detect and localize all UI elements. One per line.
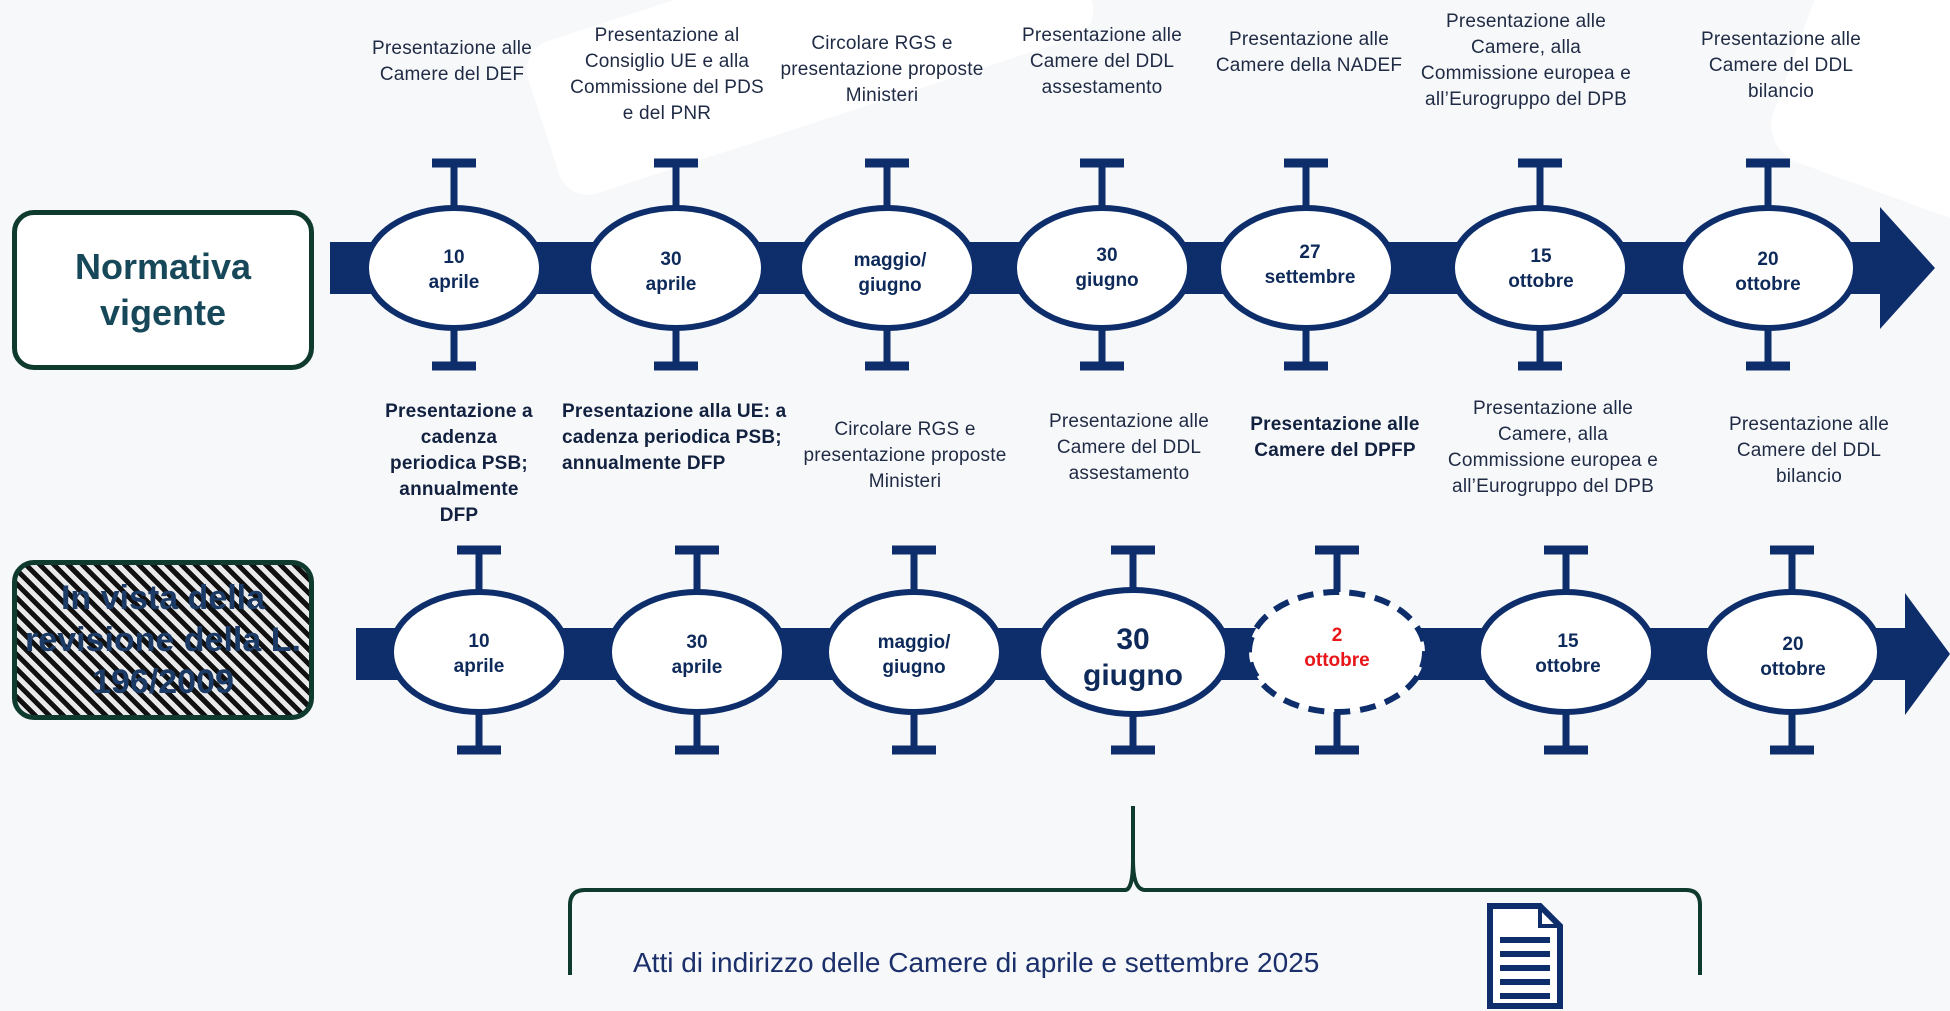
milestone-node <box>1011 205 1193 331</box>
milestone-desc: Presentazione alla UE: a cadenza periodi… <box>562 401 787 474</box>
milestone-date: 30 giugno <box>1075 245 1139 291</box>
milestone-node <box>388 589 570 715</box>
milestone-date: maggio/ giugno <box>877 632 951 678</box>
milestone-node <box>1475 589 1657 715</box>
milestone-desc: Presentazione alle Camere, alla Commissi… <box>1447 398 1659 497</box>
milestone-desc: Presentazione alle Camere del DPFP <box>1250 414 1420 461</box>
milestone-node <box>796 205 978 331</box>
milestone-node <box>1215 205 1397 331</box>
milestone-node <box>823 589 1005 715</box>
milestone-desc: Circolare RGS e presentazione proposte M… <box>803 419 1007 492</box>
milestone-date: 27 settembre <box>1264 242 1356 288</box>
milestone-desc: Presentazione alle Camere, alla Commissi… <box>1420 11 1632 110</box>
brace-note: Atti di indirizzo delle Camere di aprile… <box>633 947 1320 978</box>
milestone-node <box>1701 589 1883 715</box>
milestone-desc: Presentazione alle Camere del DDL bilanc… <box>1729 414 1889 487</box>
milestone-node <box>1035 587 1231 717</box>
milestone-node-highlighted <box>1246 589 1428 715</box>
row-label-normativa-vigente: Normativa vigente <box>12 210 314 370</box>
curly-brace <box>568 806 1702 975</box>
milestone-date: 30 aprile <box>671 632 723 678</box>
timeline-arrowhead <box>1880 207 1935 329</box>
milestone-desc: Circolare RGS e presentazione proposte M… <box>780 33 984 106</box>
milestone-node <box>585 205 767 331</box>
milestone-node <box>363 205 545 331</box>
milestone-date: 15 ottobre <box>1508 246 1574 292</box>
milestone-desc: Presentazione alle Camere del DDL assest… <box>1049 411 1209 484</box>
milestone-node <box>1677 205 1859 331</box>
milestone-date: 2 ottobre <box>1304 625 1370 671</box>
milestone-desc: Presentazione a cadenza periodica PSB; a… <box>385 401 533 526</box>
milestone-date: 10 aprile <box>428 247 480 293</box>
milestone-date: 10 aprile <box>453 631 505 677</box>
milestone-desc: Presentazione alle Camere della NADEF <box>1215 29 1403 76</box>
milestone-date: maggio/ giugno <box>853 250 927 296</box>
milestone-desc: Presentazione al Consiglio UE e alla Com… <box>570 25 764 124</box>
milestone-desc: Presentazione alle Camere del DDL bilanc… <box>1701 29 1861 102</box>
milestone-date: 20 ottobre <box>1760 634 1826 680</box>
milestone-date: 30 giugno <box>1083 623 1183 692</box>
document-icon-fold <box>1538 906 1560 928</box>
milestone-date: 20 ottobre <box>1735 249 1801 295</box>
milestone-node <box>1449 205 1631 331</box>
row-label-revisione-legge: In vista della revisione della L. 196/20… <box>12 560 314 720</box>
milestone-date: 15 ottobre <box>1535 631 1601 677</box>
milestone-desc: Presentazione alle Camere del DDL assest… <box>1022 25 1182 98</box>
milestone-node <box>606 589 788 715</box>
milestone-desc: Presentazione alle Camere del DEF <box>372 38 532 85</box>
milestone-date: 30 aprile <box>645 249 697 295</box>
timeline-arrowhead <box>1905 593 1950 715</box>
